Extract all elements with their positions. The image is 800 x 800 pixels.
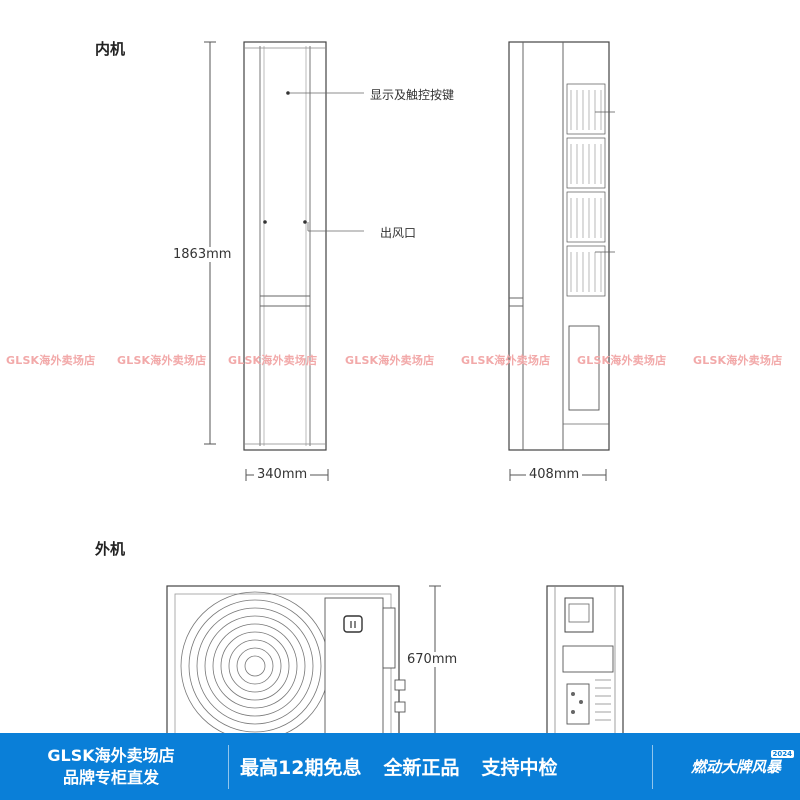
banner-slogans: 最高12期免息 全新正品 支持中检 — [240, 733, 557, 800]
banner-divider — [652, 745, 653, 789]
indoor-side-width-label: 408mm — [526, 467, 583, 482]
brand-campaign-logo[interactable]: 燃动大牌风暴 2024 — [672, 733, 800, 800]
watermark: GLSK海外卖场店 — [228, 354, 318, 367]
store-name: GLSK海外卖场店 — [47, 745, 175, 765]
watermark: GLSK海外卖场店 — [577, 354, 667, 367]
indoor-height-dimension — [204, 41, 216, 445]
store-info[interactable]: GLSK海外卖场店 品牌专柜直发 — [0, 733, 222, 800]
slogan-genuine: 全新正品 — [383, 757, 460, 779]
slogan-installment: 最高12期免息 — [240, 757, 362, 779]
watermark-row: GLSK海外卖场店 GLSK海外卖场店 GLSK海外卖场店 GLSK海外卖场店 … — [0, 352, 800, 372]
watermark: GLSK海外卖场店 — [117, 354, 207, 367]
watermark: GLSK海外卖场店 — [693, 354, 783, 367]
slogan-inspection: 支持中检 — [481, 757, 558, 779]
indoor-section-title: 内机 — [95, 40, 126, 58]
store-subtitle: 品牌专柜直发 — [62, 767, 159, 787]
outdoor-side-view — [546, 585, 624, 734]
indoor-front-view — [243, 41, 327, 451]
banner-divider — [228, 745, 229, 789]
watermark: GLSK海外卖场店 — [6, 354, 96, 367]
outdoor-front-view — [166, 585, 406, 734]
watermark: GLSK海外卖场店 — [345, 354, 435, 367]
promo-banner: GLSK海外卖场店 品牌专柜直发 最高12期免息 全新正品 支持中检 燃动大牌风… — [0, 733, 800, 800]
indoor-height-label: 1863mm — [173, 247, 232, 262]
callout-lines — [290, 92, 364, 232]
indoor-front-width-label: 340mm — [254, 467, 311, 482]
brand-badge: 2024 — [770, 750, 794, 758]
air-outlet-label: 出风口 — [380, 226, 417, 240]
watermark: GLSK海外卖场店 — [461, 354, 551, 367]
display-touch-keys-label: 显示及触控按键 — [370, 88, 455, 102]
outdoor-section-title: 外机 — [95, 540, 126, 558]
indoor-side-view — [508, 41, 615, 451]
brand-campaign-text: 燃动大牌风暴 — [690, 758, 781, 776]
outdoor-height-label: 670mm — [407, 652, 458, 667]
